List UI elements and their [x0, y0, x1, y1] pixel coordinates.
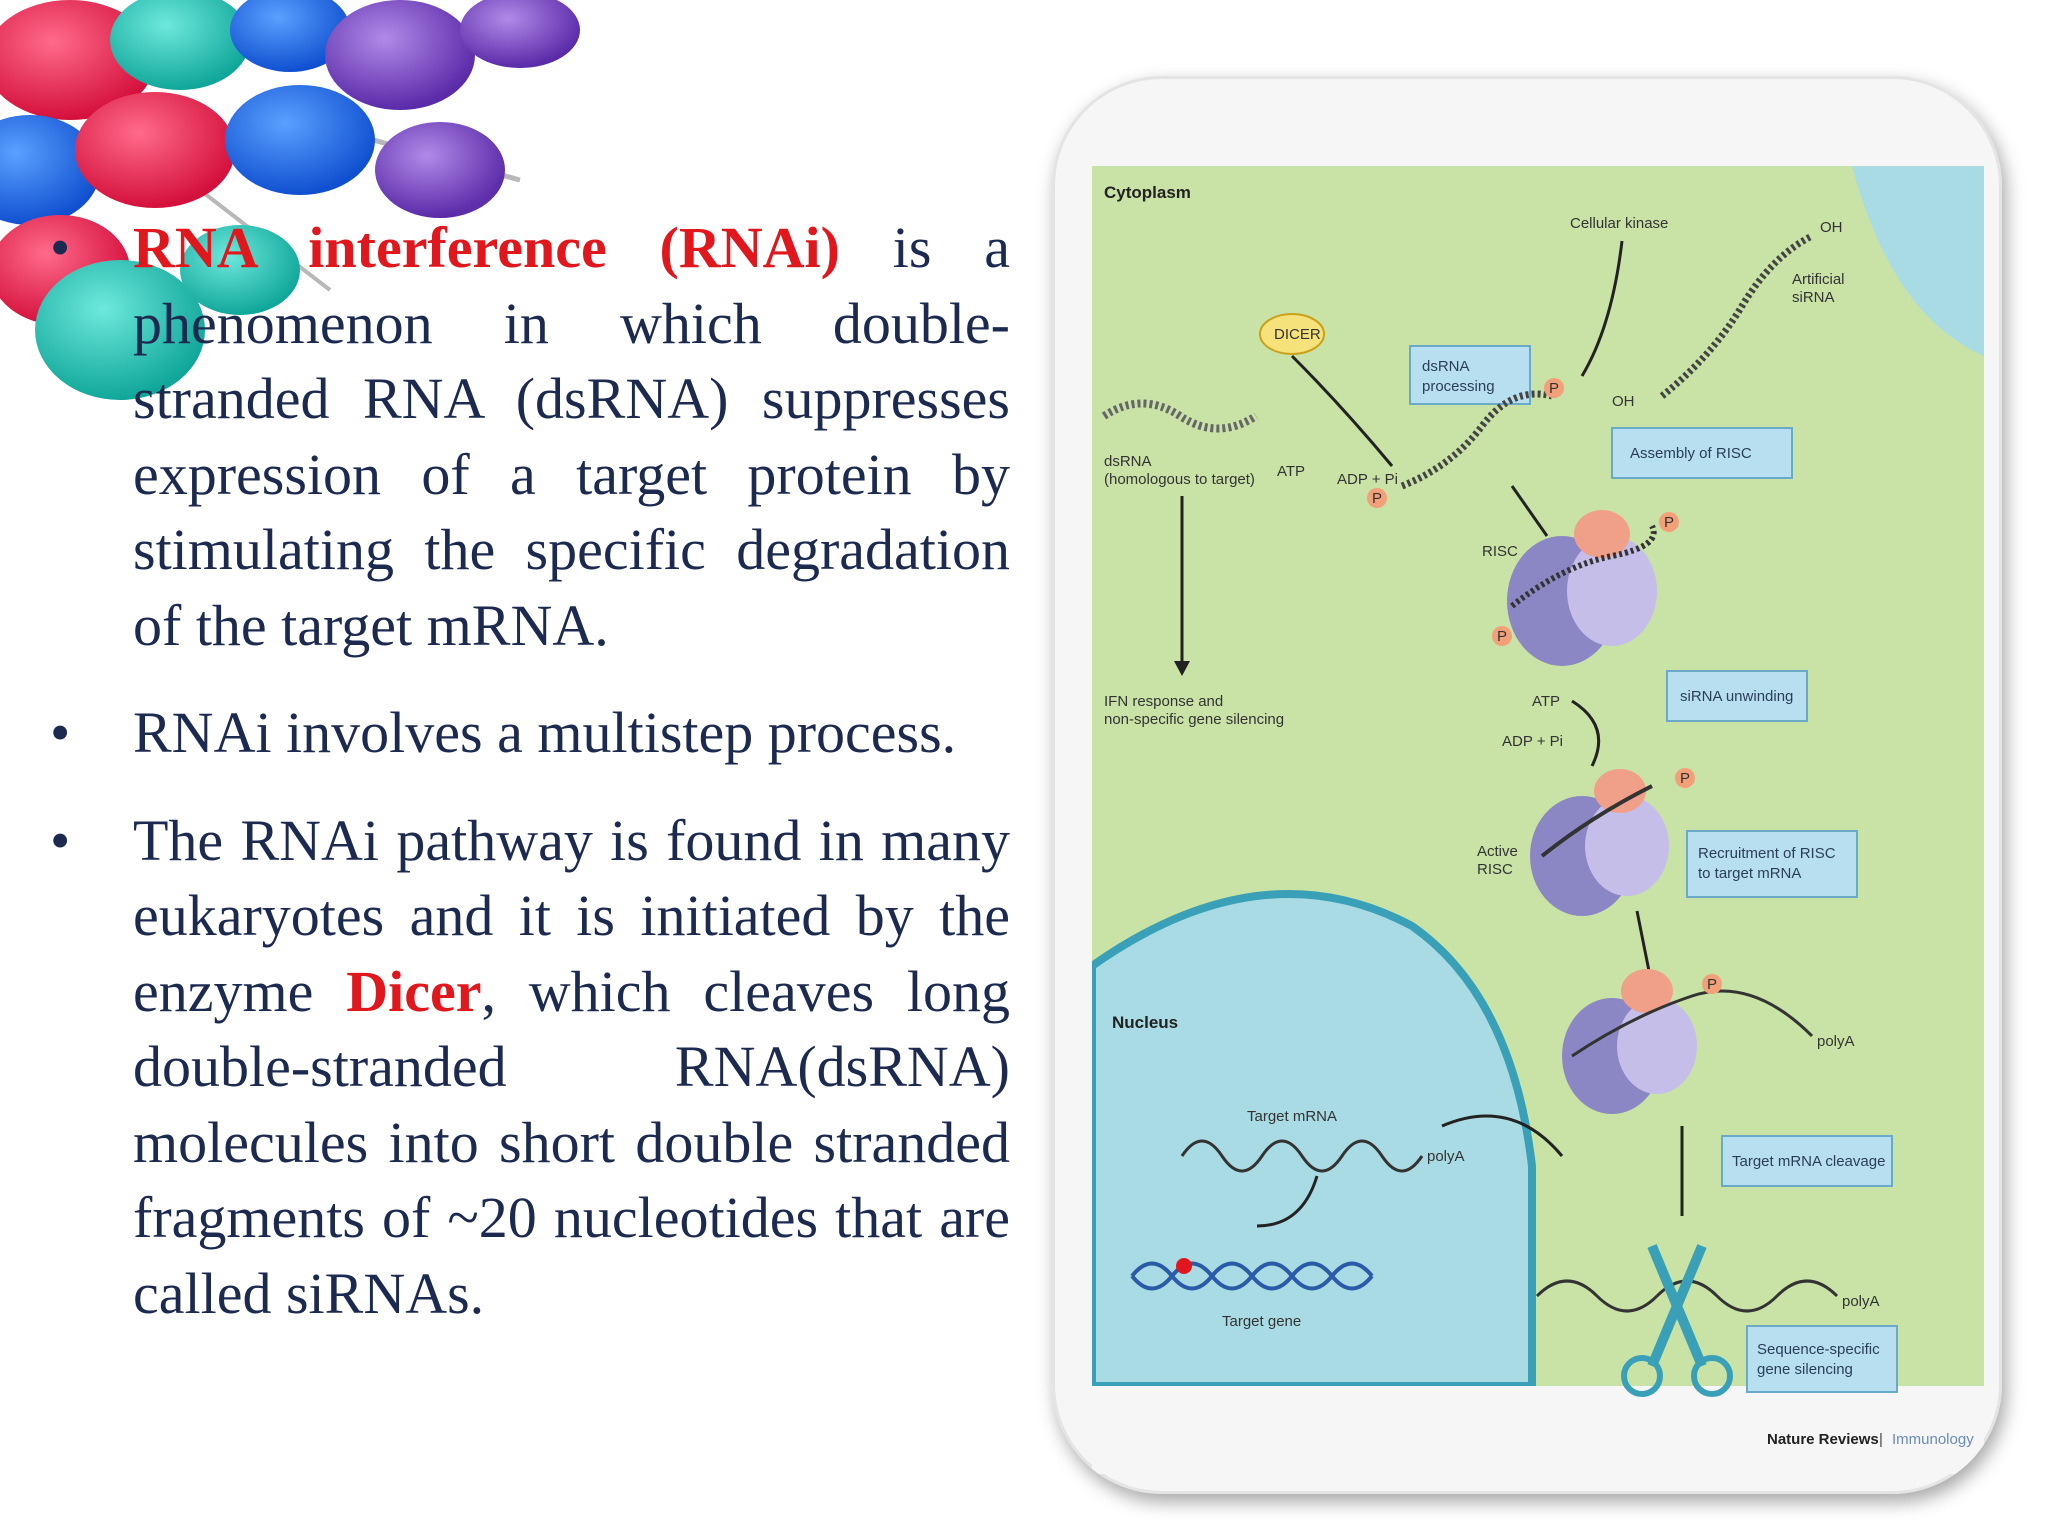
nucleus-label: Nucleus: [1112, 1013, 1178, 1032]
transcription-arrow: [1256, 1175, 1319, 1228]
sequence-1: Sequence-specific: [1757, 1341, 1880, 1358]
dicer-label: DICER: [1274, 326, 1321, 343]
atp-label-2: ATP: [1532, 693, 1560, 710]
bullet-text: The RNAi pathway is found in many eukary…: [133, 807, 1010, 1024]
polya-2: polyA: [1427, 1148, 1465, 1165]
svg-text:P: P: [1680, 770, 1690, 787]
sirna-duplex: [1400, 390, 1553, 490]
kinase-arrow: [1580, 240, 1624, 377]
adp-label-1: ADP + Pi: [1337, 471, 1398, 488]
sirna-unwinding-label: siRNA unwinding: [1680, 688, 1793, 705]
bullet-text: is a phenomenon in which double-stranded…: [133, 215, 1010, 658]
target-gene-strand-2: [1130, 1261, 1374, 1291]
dicer-arrow: [1290, 354, 1394, 467]
credit-section: Immunology: [1892, 1431, 1974, 1448]
artificial-sirna-strand: [1659, 232, 1814, 399]
dsrna-label-2: (homologous to target): [1104, 471, 1255, 488]
dsrna-processing-box: [1409, 345, 1531, 405]
figure-frame: Cytoplasm Nucleus dsRNA (homologous to t…: [1052, 76, 2002, 1494]
target-mrna-strand: [1180, 1139, 1424, 1173]
adp-label-2: ADP + Pi: [1502, 733, 1563, 750]
target-cleavage-label: Target mRNA cleavage: [1732, 1153, 1885, 1170]
scissors-icon: [1621, 1244, 1733, 1397]
ifn-label-1: IFN response and: [1104, 693, 1223, 710]
pushpins-image: [0, 0, 700, 470]
pins-group: [0, 0, 700, 470]
dsrna-label-1: dsRNA: [1104, 453, 1152, 470]
risc-label: RISC: [1482, 543, 1518, 560]
bullet-marker: •: [50, 215, 71, 280]
polya-3: polyA: [1842, 1293, 1880, 1310]
oh-left: OH: [1612, 393, 1635, 410]
assembly-risc-label: Assembly of RISC: [1630, 445, 1752, 462]
arrow-to-risc: [1510, 485, 1549, 537]
recruitment-2: to target mRNA: [1698, 865, 1801, 882]
dsrna-strand: [1101, 399, 1259, 433]
svg-text:P: P: [1372, 490, 1382, 507]
target-mrna-label: Target mRNA: [1247, 1108, 1337, 1125]
svg-text:P: P: [1707, 976, 1717, 993]
risc-complex-2: [1530, 769, 1669, 916]
target-cleavage-box: [1721, 1135, 1893, 1187]
dsrna-processing-1: dsRNA: [1422, 358, 1470, 375]
artificial-sirna-2: siRNA: [1792, 289, 1835, 306]
highlight-term: RNA interference (RNAi): [133, 215, 840, 280]
bullet-marker: •: [50, 807, 71, 873]
recruitment-box: [1686, 830, 1858, 898]
atp-label-1: ATP: [1277, 463, 1305, 480]
active-risc-2: RISC: [1477, 861, 1513, 878]
sirna-unwinding-box: [1666, 670, 1808, 722]
oh-top: OH: [1820, 219, 1843, 236]
svg-text:P: P: [1664, 514, 1674, 531]
sequence-2: gene silencing: [1757, 1361, 1853, 1378]
highlight-term: Dicer: [346, 958, 482, 1024]
sequence-specific-box: [1746, 1325, 1898, 1393]
bullet-item: • RNA interference (RNAi) is a phenomenon…: [50, 210, 1010, 663]
svg-text:P: P: [1549, 380, 1559, 397]
nucleus-region: [1092, 890, 1536, 1390]
bullet-text: RNAi involves a multistep process.: [133, 700, 957, 765]
ifn-label-2: non-specific gene silencing: [1104, 711, 1284, 728]
dsrna-processing-2: processing: [1422, 378, 1495, 395]
svg-text:P: P: [1497, 628, 1507, 645]
credit-journal: Nature Reviews: [1767, 1431, 1879, 1448]
credit-separator: |: [1879, 1431, 1883, 1448]
bullet-item: • The RNAi pathway is found in many eukar…: [50, 803, 1010, 1332]
risc-complex-3: [1562, 969, 1814, 1114]
assembly-risc-box: [1611, 427, 1793, 479]
target-gene-label: Target gene: [1222, 1313, 1301, 1330]
extracellular-region: [1852, 166, 1984, 356]
unwinding-arrow: [1571, 699, 1601, 767]
active-risc-1: Active: [1477, 843, 1518, 860]
recruitment-1: Recruitment of RISC: [1698, 845, 1836, 862]
bullet-text: , which cleaves long double-stranded RNA…: [133, 958, 1011, 1326]
rnai-pathway-diagram: Cytoplasm Nucleus dsRNA (homologous to t…: [1092, 166, 1984, 1474]
risc-complex-1: [1507, 510, 1657, 666]
bullet-item: • RNAi involves a multistep process.: [50, 695, 1010, 771]
cytoplasm-label: Cytoplasm: [1104, 183, 1191, 202]
bullet-marker: •: [50, 700, 71, 765]
polya-1: polyA: [1817, 1033, 1855, 1050]
dicer-enzyme: [1259, 313, 1325, 355]
arrow-to-target: [1635, 910, 1652, 977]
bullet-list: • RNA interference (RNAi) is a phenomenon…: [50, 210, 1010, 1363]
cellular-kinase-label: Cellular kinase: [1570, 215, 1668, 232]
export-arrow: [1441, 1114, 1564, 1157]
artificial-sirna-1: Artificial: [1792, 271, 1845, 288]
promoter-dot: [1176, 1258, 1192, 1274]
